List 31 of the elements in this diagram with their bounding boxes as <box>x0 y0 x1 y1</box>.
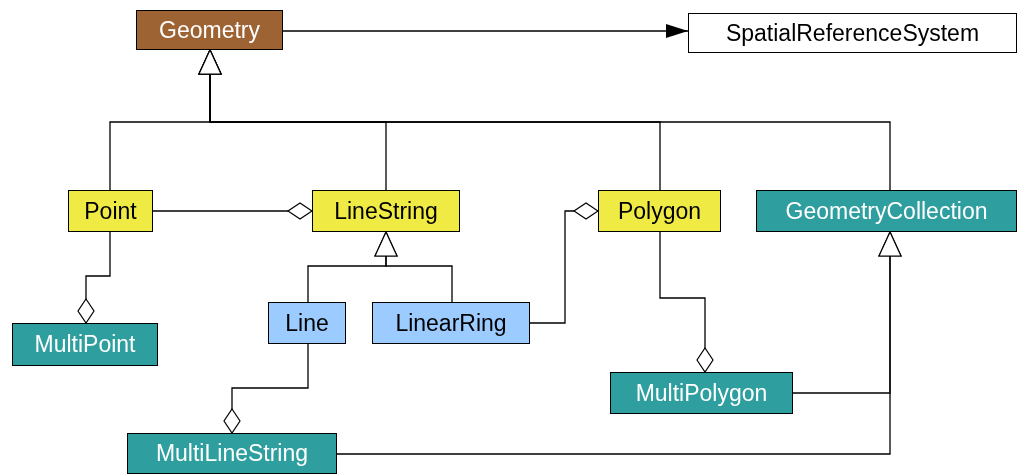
arrow <box>282 24 689 38</box>
class-box <box>127 433 337 474</box>
class-name: MultiPolygon <box>635 379 768 407</box>
class-box <box>312 190 460 232</box>
aggregation-connector <box>223 343 309 434</box>
aggregation-connector <box>77 231 111 324</box>
class-name: SpatialReferenceSystem <box>725 19 980 47</box>
class-box <box>372 302 530 344</box>
class-box <box>268 302 346 344</box>
inheritance-arrow <box>374 231 453 303</box>
class-name: GeometryCollection <box>785 197 988 225</box>
class-box <box>136 10 283 50</box>
class-box <box>756 190 1017 232</box>
class-box <box>598 190 721 232</box>
class-name: Polygon <box>617 197 702 225</box>
aggregation-connector <box>529 202 599 324</box>
class-name: Geometry <box>159 16 260 44</box>
class-box <box>12 323 158 366</box>
class-name: Line <box>285 309 329 337</box>
inheritance-arrow <box>198 49 891 191</box>
class-name: LinearRing <box>395 309 507 337</box>
class-name: MultiLineString <box>155 440 309 467</box>
class-name: LineString <box>334 197 438 225</box>
aggregation-connector <box>152 202 313 220</box>
class-box <box>688 13 1017 53</box>
class-name: MultiPoint <box>34 331 136 358</box>
class-box <box>610 372 793 414</box>
class-name: Point <box>84 197 137 225</box>
class-box <box>68 190 153 232</box>
inheritance-arrow <box>336 231 902 455</box>
aggregation-connector <box>659 231 714 373</box>
